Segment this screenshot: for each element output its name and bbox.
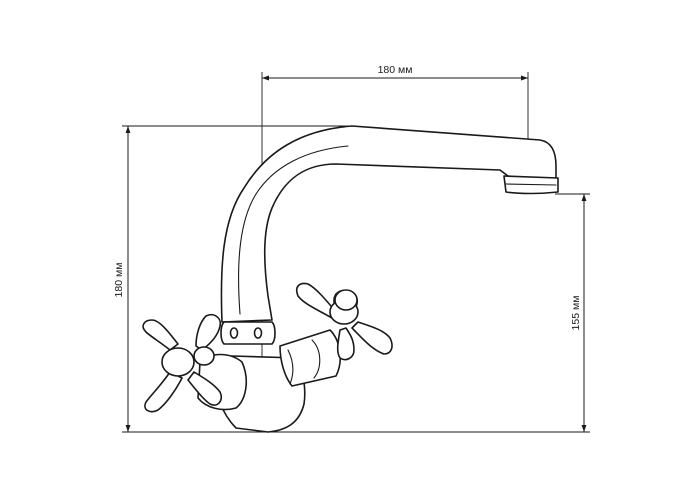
reach-label: 180 мм xyxy=(378,64,413,76)
left-handle-arm-up xyxy=(195,313,222,351)
right-valve-ring-2 xyxy=(287,349,294,385)
right-handle-arm-left xyxy=(295,282,337,319)
spout-neck xyxy=(220,125,557,323)
collar-hole-right xyxy=(253,327,263,339)
left-handle-arm-leftdown xyxy=(144,371,183,413)
right-cross-handle xyxy=(295,282,393,361)
spout-inner-line xyxy=(238,145,349,315)
collar-ring xyxy=(220,321,276,345)
right-handle-knob xyxy=(334,289,358,311)
left-handle-cap xyxy=(193,346,215,366)
total-height-label: 180 мм xyxy=(113,263,125,298)
aerator-ring xyxy=(505,183,557,186)
left-handle-hub xyxy=(161,347,195,377)
dimension-total-height: 180 мм xyxy=(113,125,590,433)
spout-height-label: 155 мм xyxy=(570,296,582,331)
dimension-spout-height: 155 мм xyxy=(555,193,590,432)
left-cross-handle xyxy=(142,313,223,413)
right-valve-ring xyxy=(311,339,321,379)
right-handle-arm-right xyxy=(351,321,393,355)
left-handle-arm-right xyxy=(187,371,223,406)
right-handle-arm-down xyxy=(336,327,355,361)
right-valve-body xyxy=(279,329,342,387)
faucet-body xyxy=(197,125,559,433)
collar-hole-left xyxy=(229,327,239,339)
left-handle-arm-left xyxy=(142,319,179,351)
